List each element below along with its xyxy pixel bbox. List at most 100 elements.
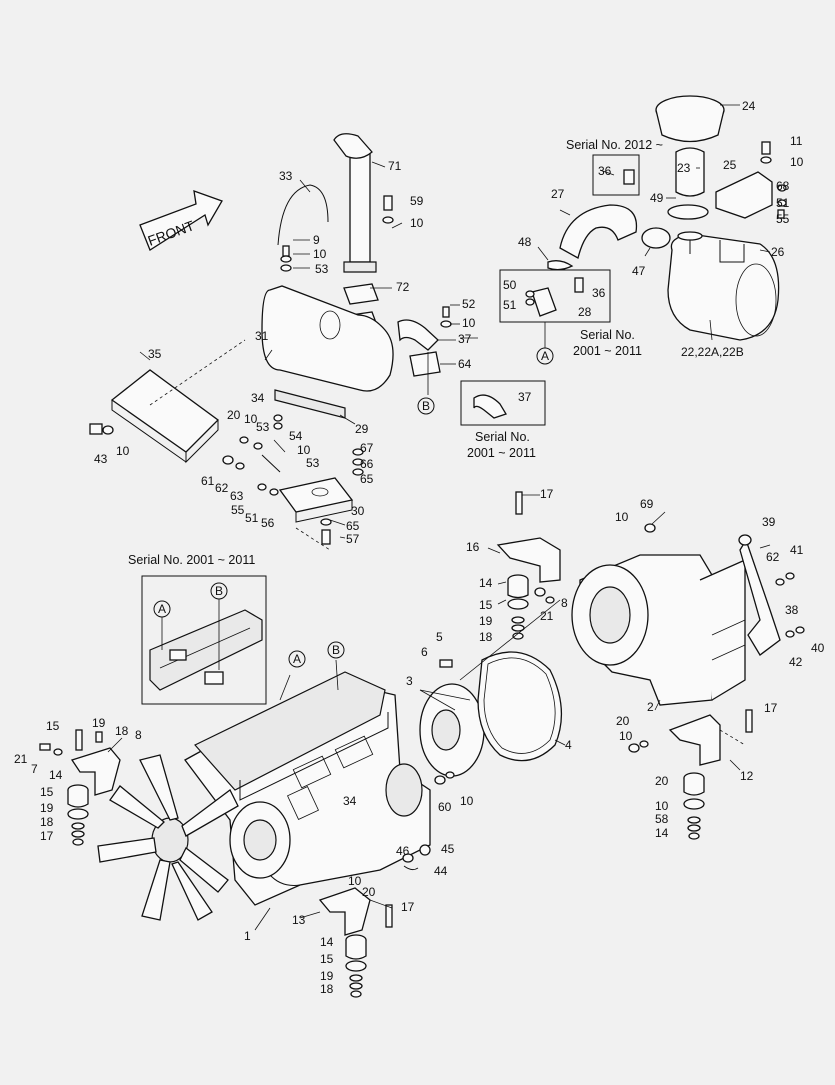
serial-note-c: Serial No. 2001 ~ 2011 [128,553,255,567]
part-number-label: 18 [479,630,493,644]
hose-48 [547,260,574,271]
part-number-label: 15 [46,719,60,733]
part-number-label: 53 [256,420,270,434]
part-number-label: 18 [115,724,129,738]
part-number-label: 8 [135,728,142,742]
exhaust-tailpipe [333,133,377,273]
part-number-label: 10 [790,155,804,169]
part-number-label: 42 [789,655,803,669]
fasteners-muffler [89,195,452,545]
part-number-label: 24 [742,99,756,113]
part-number-label: 51 [245,511,259,525]
part-number-label: 48 [518,235,532,249]
part-number-label: 45 [441,842,455,856]
part-number-label: 39 [762,515,776,529]
engine-fan [97,754,239,921]
part-number-label: 20 [655,774,669,788]
mount-stack-bottom [345,934,367,998]
engine-pulley [229,801,291,879]
dipstick-38 [738,534,781,656]
part-number-label: 28 [578,305,592,319]
part-number-label: 15 [40,785,54,799]
serial-notes: Serial No. 2012 ~ Serial No. 2001 ~ 2011… [128,138,663,567]
mount-16 [496,537,561,583]
muffler-body [261,285,394,419]
part-number-label: 65 [346,519,360,533]
part-number-label: 19 [320,969,334,983]
air-cleaner-body-26 [667,231,780,341]
part-number-label: 2 [647,700,654,714]
part-number-label: 5 [436,630,443,644]
part-number-label: 49 [650,191,664,205]
part-number-label: 50 [503,278,517,292]
part-number-label: 34 [251,391,265,405]
svg-text:B: B [215,584,223,598]
part-number-label: 14 [49,768,63,782]
part-number-label: 10 [615,510,629,524]
part-number-label: 37 [518,390,532,404]
part-number-label: 11 [790,134,803,148]
part-number-label: 1 [244,929,251,943]
part-number-label: 36 [592,286,606,300]
part-number-label: 22,22A,22B [681,345,744,359]
part-number-label: 34 [343,794,357,808]
mount-stack-left [67,784,89,846]
bracket-25 [715,171,773,219]
part-number-label: 55 [231,503,245,517]
part-number-label: 46 [396,844,410,858]
part-number-label: 57 [346,532,360,546]
part-number-label: 52 [462,297,476,311]
part-number-label: 10 [410,216,424,230]
part-number-label: 21 [14,752,28,766]
part-number-label: 10 [244,412,258,426]
part-number-label: 8 [561,596,568,610]
part-number-label: 14 [655,826,669,840]
part-number-label: 10 [297,443,311,457]
part-number-label: 43 [94,452,108,466]
svg-text:B: B [422,399,430,413]
part-number-label: 66 [360,457,374,471]
part-number-label: 17 [401,900,415,914]
part-number-label: 15 [479,598,493,612]
part-number-label: 72 [396,280,410,294]
flywheel-3 [419,683,485,777]
clamp-47 [641,227,671,249]
mount-7 [668,714,721,766]
part-number-label: 54 [289,429,303,443]
part-number-label: 10 [462,316,476,330]
leader-lines [107,104,771,931]
part-number-label: 31 [255,329,269,343]
part-number-label: 17 [540,487,554,501]
part-number-label: 36 [598,164,612,178]
serial-note-a-line2: 2001 ~ 2011 [573,344,642,358]
part-number-label: 62 [766,550,780,564]
part-number-label: 10 [655,799,669,813]
part-number-label: 59 [410,194,424,208]
mount-13 [318,887,371,936]
part-number-label: 19 [479,614,493,628]
part-number-label: 53 [315,262,329,276]
svg-text:A: A [541,349,549,363]
part-number-label: 23 [677,161,691,175]
ref-circle-b-detail: B [210,582,228,670]
fasteners-air-cleaner [760,141,787,219]
part-number-label: 40 [811,641,825,655]
part-number-label: 10 [460,794,474,808]
part-number-label: 6 [421,645,428,659]
clamp-49 [667,204,709,220]
part-number-label: 53 [306,456,320,470]
part-number-label: 17 [764,701,778,715]
serial-note-a-line1: Serial No. [580,328,635,342]
mount-stack-right-upper [507,574,529,640]
part-number-label: 9 [313,233,320,247]
ref-circle-a-engine: A [288,650,306,668]
elbow-37 [397,319,439,351]
part-number-label: 20 [227,408,241,422]
part-number-label: 13 [292,913,306,927]
part-number-label: 63 [230,489,244,503]
part-number-label: 44 [434,864,448,878]
part-number-label: 64 [458,357,472,371]
gasket-64 [409,351,441,377]
